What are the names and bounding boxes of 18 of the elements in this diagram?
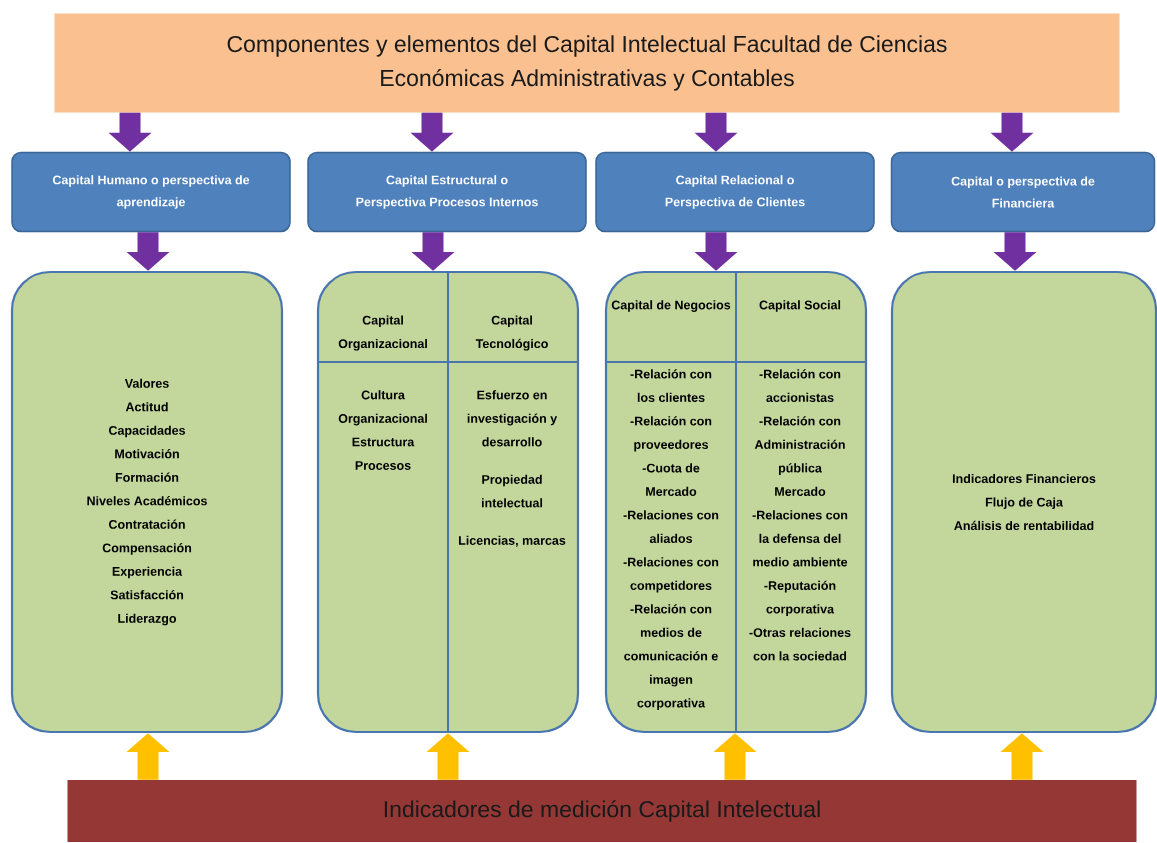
content-panel xyxy=(604,270,868,734)
base-band: Indicadores de medición Capital Intelectual xyxy=(67,780,1137,842)
content-panel: Valores Actitud Capacidades Motivación Formación Niveles Académicos Contratación Compensación Experiencia Satisfacción Liderazgo xyxy=(10,270,284,734)
category-box: Capital o perspectiva de Financiera xyxy=(890,151,1156,233)
content-panel xyxy=(316,270,580,734)
category-box: Capital Estructural o Perspectiva Procesos Internos xyxy=(307,151,587,233)
column-heading: Capital Tecnológico xyxy=(475,315,548,351)
category-box: Capital Humano o perspectiva de aprendizaje xyxy=(11,151,291,233)
title-banner: Componentes y elementos del Capital Intelectual Facultad de Ciencias Económicas Administrativas y Contables xyxy=(54,13,1120,113)
column-text: Cultura Organizacional Estructura Procesos xyxy=(338,390,427,470)
column-heading: Capital Organizacional xyxy=(338,315,427,351)
column-text: -Relación con los clientes -Relación con proveedores -Cuota de Mercado -Relaciones con aliados -Relaciones con competidores -Relación con medios de comunicación e imagen corporativa xyxy=(623,369,719,710)
column-text: Esfuerzo en investigación y desarrollo Propiedad intelectual Licencias, marcas xyxy=(459,390,566,547)
column-text: -Relación con accionistas -Relación con Administración pública Mercado -Relaciones con la defensa del medio ambiente -Reputación corporativa -Otras relaciones con la sociedad xyxy=(749,369,851,661)
column-heading: Capital de Negocios xyxy=(611,300,731,312)
content-panel: Indicadores Financieros Flujo de Caja Análisis de rentabilidad xyxy=(890,270,1157,734)
category-box: Capital Relacional o Perspectiva de Clientes xyxy=(595,151,875,233)
column-heading: Capital Social xyxy=(759,300,841,312)
